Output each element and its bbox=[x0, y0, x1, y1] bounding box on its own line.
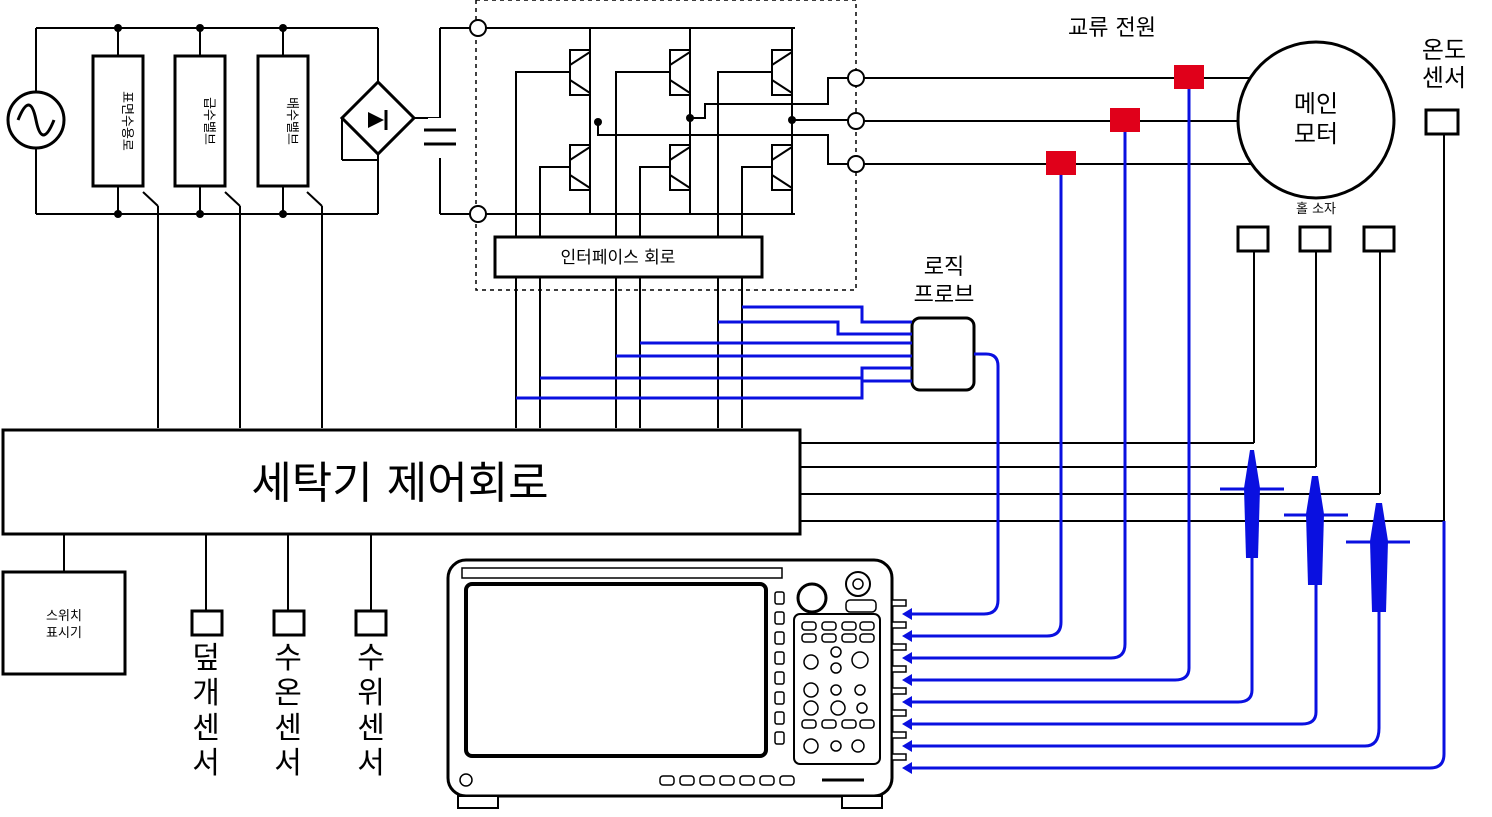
logic-probe-box bbox=[910, 316, 976, 392]
motor-section: 메인 모터 교류 전원 온도 센서 홀 소자 bbox=[864, 16, 1466, 253]
current-probe-2 bbox=[1110, 108, 1140, 132]
water-level-sensor-box bbox=[354, 609, 388, 637]
control-circuit-label: 세탁기 제어회로 bbox=[251, 458, 548, 509]
temp-sensor-label-1: 온도 bbox=[1422, 36, 1466, 64]
bridge-rectifier-icon bbox=[339, 79, 417, 161]
scope-leads bbox=[910, 89, 1446, 770]
ac-source-icon bbox=[6, 90, 66, 150]
main-motor bbox=[1236, 40, 1396, 200]
main-motor-label-2: 모터 bbox=[1294, 120, 1338, 148]
water-level-char-1: 수 bbox=[357, 641, 385, 676]
switch-display-label-2: 표시기 bbox=[46, 626, 82, 641]
current-probe-1 bbox=[1174, 65, 1204, 89]
interface-circuit-label: 인터페이스 회로 bbox=[561, 248, 676, 268]
hall-sensor-2 bbox=[1298, 225, 1332, 253]
lid-sensor-char-3: 센 bbox=[192, 711, 220, 746]
control-section: 세탁기 제어회로 스위치 표시기 덮 개 센 서 수 온 센 서 수 위 bbox=[1, 134, 1445, 781]
inverter-boundary bbox=[475, 0, 857, 291]
left-power-section: 표면수용로 급수밸브 배수밸브 bbox=[6, 24, 440, 428]
temp-sensor-label-2: 센서 bbox=[1422, 64, 1466, 92]
water-temp-char-3: 센 bbox=[274, 711, 302, 746]
logic-probe-label-2: 프로브 bbox=[914, 283, 975, 308]
lid-sensor-char-2: 개 bbox=[192, 676, 220, 711]
lid-sensor-box bbox=[190, 609, 224, 637]
water-temp-sensor-box bbox=[272, 609, 306, 637]
voltage-probes bbox=[1220, 450, 1410, 728]
voltage-probe-1 bbox=[1220, 450, 1284, 690]
hall-element-label: 홀 소자 bbox=[1296, 202, 1336, 217]
voltage-probe-3 bbox=[1346, 503, 1410, 728]
water-level-char-3: 센 bbox=[357, 711, 385, 746]
hall-sensor-3 bbox=[1362, 225, 1396, 253]
water-temp-char-2: 온 bbox=[274, 676, 302, 711]
valve-1-box bbox=[91, 54, 145, 188]
water-temp-char-1: 수 bbox=[274, 641, 302, 676]
valve-3-box bbox=[256, 54, 310, 188]
inverter-section: 인터페이스 회로 bbox=[424, 0, 865, 428]
interface-circuit-box bbox=[493, 235, 764, 279]
water-temp-char-4: 서 bbox=[274, 746, 302, 781]
voltage-probe-2 bbox=[1284, 476, 1348, 712]
ac-power-label: 교류 전원 bbox=[1068, 16, 1156, 41]
oscilloscope-icon bbox=[446, 558, 912, 809]
capacitor-icon bbox=[424, 118, 456, 158]
logic-probe-leads bbox=[516, 305, 912, 400]
valve-1-label: 표면수용로 bbox=[119, 91, 134, 151]
switch-display-label-1: 스위치 bbox=[46, 609, 82, 624]
main-motor-label-1: 메인 bbox=[1294, 90, 1338, 118]
water-level-char-2: 위 bbox=[357, 676, 385, 711]
current-probe-3 bbox=[1046, 151, 1076, 175]
temp-sensor-box bbox=[1424, 108, 1460, 136]
logic-probe: 로직 프로브 bbox=[910, 255, 976, 392]
water-level-char-4: 서 bbox=[357, 746, 385, 781]
valve-2-box bbox=[173, 54, 227, 188]
valve-3-label: 배수밸브 bbox=[284, 97, 299, 145]
control-circuit-box bbox=[1, 428, 802, 536]
switch-display-box bbox=[1, 570, 127, 676]
hall-sensor-1 bbox=[1236, 225, 1270, 253]
lid-sensor-char-4: 서 bbox=[192, 746, 220, 781]
lid-sensor-char-1: 덮 bbox=[192, 641, 220, 676]
logic-probe-label-1: 로직 bbox=[924, 255, 964, 280]
valve-2-label: 급수밸브 bbox=[201, 97, 216, 145]
